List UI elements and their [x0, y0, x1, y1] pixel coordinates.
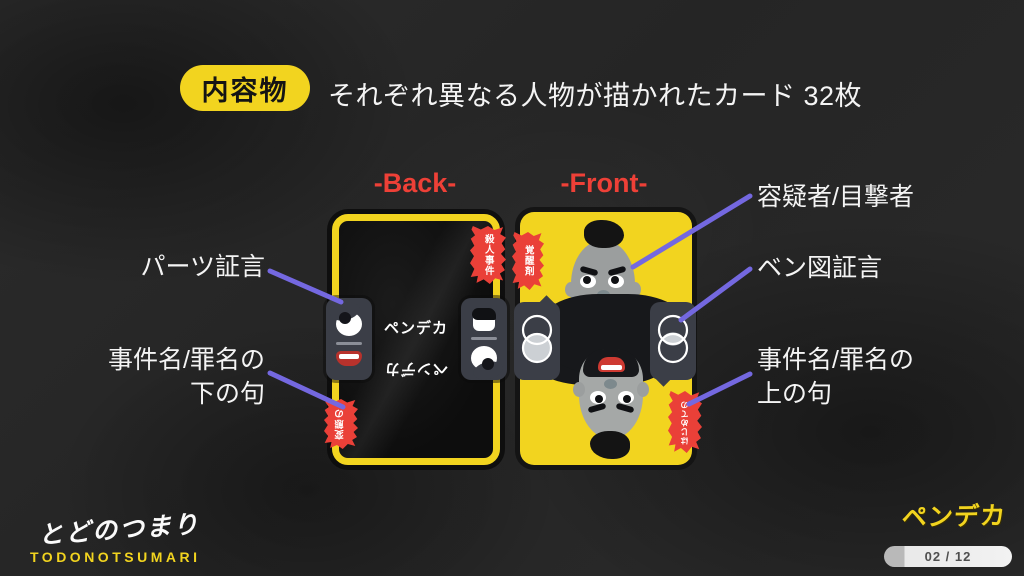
venn-testimony-bubble-right	[650, 302, 696, 387]
back-card-label: -Back-	[373, 168, 457, 198]
panel-divider	[336, 342, 362, 345]
character-eye	[580, 275, 596, 288]
label-parts-testimony: パーツ証言	[140, 253, 265, 281]
character-eye	[618, 391, 634, 404]
card-back: ペンデカ ペンデカ 殺人事件 変態の	[324, 214, 507, 465]
case-name-lower-ribbon: 変態の	[324, 399, 358, 449]
page-indicator: 02 / 12	[884, 546, 1012, 567]
mouth-icon	[336, 351, 362, 366]
game-logo: ペンデカ	[900, 502, 1007, 532]
contents-badge: 内容物	[180, 65, 310, 111]
case-name-upper-text: はじめての	[680, 399, 689, 445]
character-eye	[608, 275, 624, 288]
character-nose	[604, 379, 617, 389]
venn-testimony-bubble-left	[514, 295, 560, 380]
brand-logo-roman: TODONOTSUMARI	[30, 549, 201, 565]
eye-icon	[471, 346, 505, 383]
label-line: 下の句	[189, 379, 265, 408]
character-mouth	[598, 357, 625, 372]
venn-diagram-icon	[521, 314, 553, 364]
case-name-text: 殺人事件	[482, 234, 494, 276]
card-back-logo: ペンデカ	[383, 320, 448, 337]
contents-description: それぞれ異なる人物が描かれたカード 32枚	[328, 81, 863, 111]
venn-diagram-icon	[657, 314, 689, 364]
front-card-label: -Front-	[560, 168, 648, 198]
parts-testimony-panel-left	[326, 298, 372, 380]
label-venn-testimony: ベン図証言	[757, 254, 883, 282]
label-line: 事件名/罪名の	[108, 346, 265, 374]
label-suspect-witness: 容疑者/目撃者	[757, 183, 914, 211]
label-case-name-upper: 事件名/罪名の 上の句	[757, 344, 914, 412]
character-ear	[629, 282, 641, 297]
character-beard	[583, 349, 639, 377]
panel-divider	[471, 337, 497, 340]
connector-line	[686, 371, 753, 407]
character-ear	[565, 282, 577, 297]
character-ear	[573, 382, 585, 397]
case-name-lower-text: 変態の	[335, 408, 347, 440]
character-hair	[590, 431, 630, 459]
crime-name-ribbon: 覚醒剤	[512, 232, 544, 290]
label-case-name-lower: 事件名/罪名の 下の句	[60, 344, 265, 412]
character-eye	[590, 391, 606, 404]
label-line: 事件名/罪名の	[757, 346, 914, 374]
card-front: 覚醒剤 はじめての	[512, 212, 702, 465]
parts-testimony-panel-right	[461, 298, 507, 383]
eye-icon	[328, 299, 362, 336]
character-hair	[584, 220, 624, 248]
witness-illustration	[538, 294, 688, 459]
label-line: 上の句	[757, 379, 833, 408]
connector-line	[267, 268, 344, 305]
case-name-ribbon: 殺人事件	[470, 226, 506, 284]
crime-name-text: 覚醒剤	[522, 245, 534, 277]
character-ear	[637, 382, 649, 397]
hair-icon	[472, 308, 496, 331]
case-name-upper-ribbon: はじめての	[668, 391, 702, 453]
brand-logo-script: とどのつまり	[37, 510, 201, 550]
